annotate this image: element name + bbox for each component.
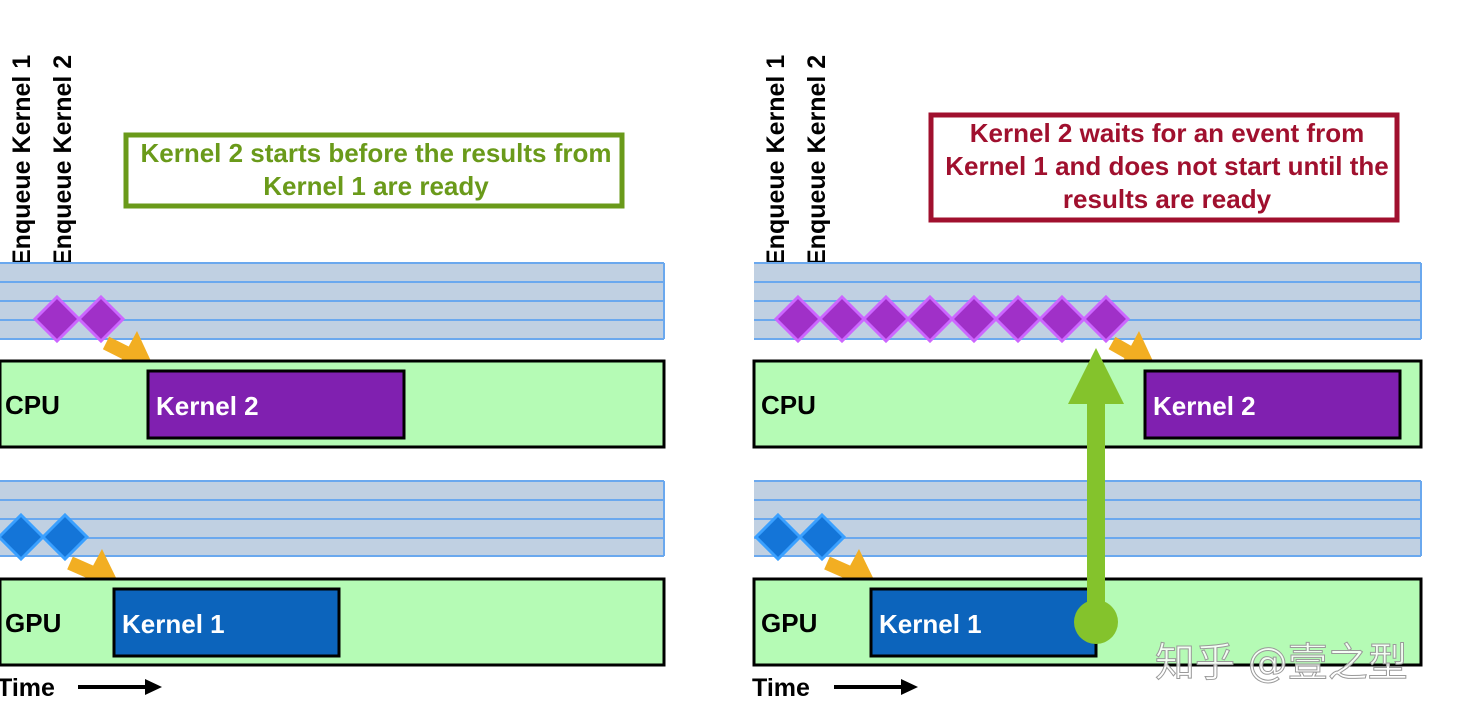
left-note-line-1: Kernel 2 starts before the results from [140, 138, 611, 168]
right-cpu-queue-diamond [817, 294, 867, 344]
event-dependency-arrow [1068, 348, 1124, 644]
left-enqueue-kernel-2-label: Enqueue Kernel 2 [49, 55, 77, 266]
right-kernel-2-block [1143, 369, 1402, 440]
right-note-line-2: Kernel 1 and does not start until the [945, 151, 1389, 181]
right-cpu-label: CPU [761, 390, 816, 420]
left-kernel-1-label: Kernel 1 [122, 609, 225, 639]
right-time-label: Time [752, 674, 810, 702]
right-cpu-queue-diamond [1037, 294, 1087, 344]
right-cpu-queue-diamond [773, 294, 823, 344]
right-cpu-queue-diamond [949, 294, 999, 344]
right-gpu-label: GPU [761, 608, 817, 638]
left-cpu-queue-diamond [32, 294, 82, 344]
right-enqueue-kernel-1-label: Enqueue Kernel 1 [762, 55, 790, 266]
right-enqueue-kernel-2-label: Enqueue Kernel 2 [803, 55, 831, 266]
right-note-line-1: Kernel 2 waits for an event from [970, 118, 1364, 148]
right-gpu-queue-diamond [797, 512, 847, 562]
right-kernel-2-label: Kernel 2 [1153, 391, 1256, 421]
right-cpu-queue-diamond [993, 294, 1043, 344]
left-panel: Enqueue Kernel 1 Enqueue Kernel 2 Kernel… [0, 55, 666, 702]
right-cpu-queue-band [754, 262, 1422, 340]
right-cpu-queue-diamond [905, 294, 955, 344]
left-time-label: Time [0, 674, 55, 702]
left-gpu-queue-diamond [0, 512, 46, 562]
right-gpu-queue-diamond [753, 512, 803, 562]
right-note-box [928, 112, 1400, 223]
left-kernel-1-block [112, 587, 341, 658]
left-kernel-2-block [146, 369, 406, 440]
left-note-box [123, 132, 625, 209]
left-cpu-queue-diamond [76, 294, 126, 344]
right-cpu-queue-diamond [861, 294, 911, 344]
left-note-line-2: Kernel 1 are ready [263, 171, 489, 201]
left-kernel-2-label: Kernel 2 [156, 391, 259, 421]
left-gpu-queue-diamond [40, 512, 90, 562]
left-enqueue-kernel-1-label: Enqueue Kernel 1 [8, 55, 36, 266]
left-time-arrow [78, 679, 162, 695]
left-gpu-label: GPU [5, 608, 61, 638]
right-time-arrow [834, 679, 918, 695]
right-kernel-1-label: Kernel 1 [879, 609, 982, 639]
right-cpu-queue-diamond [1081, 294, 1131, 344]
right-note-line-3: results are ready [1063, 184, 1272, 214]
left-cpu-label: CPU [5, 390, 60, 420]
watermark-text: 知乎 @壹之型 [1155, 640, 1408, 686]
left-gpu-queue-band [0, 480, 665, 557]
right-panel: Enqueue Kernel 1 Enqueue Kernel 2 Kernel… [752, 55, 1423, 702]
